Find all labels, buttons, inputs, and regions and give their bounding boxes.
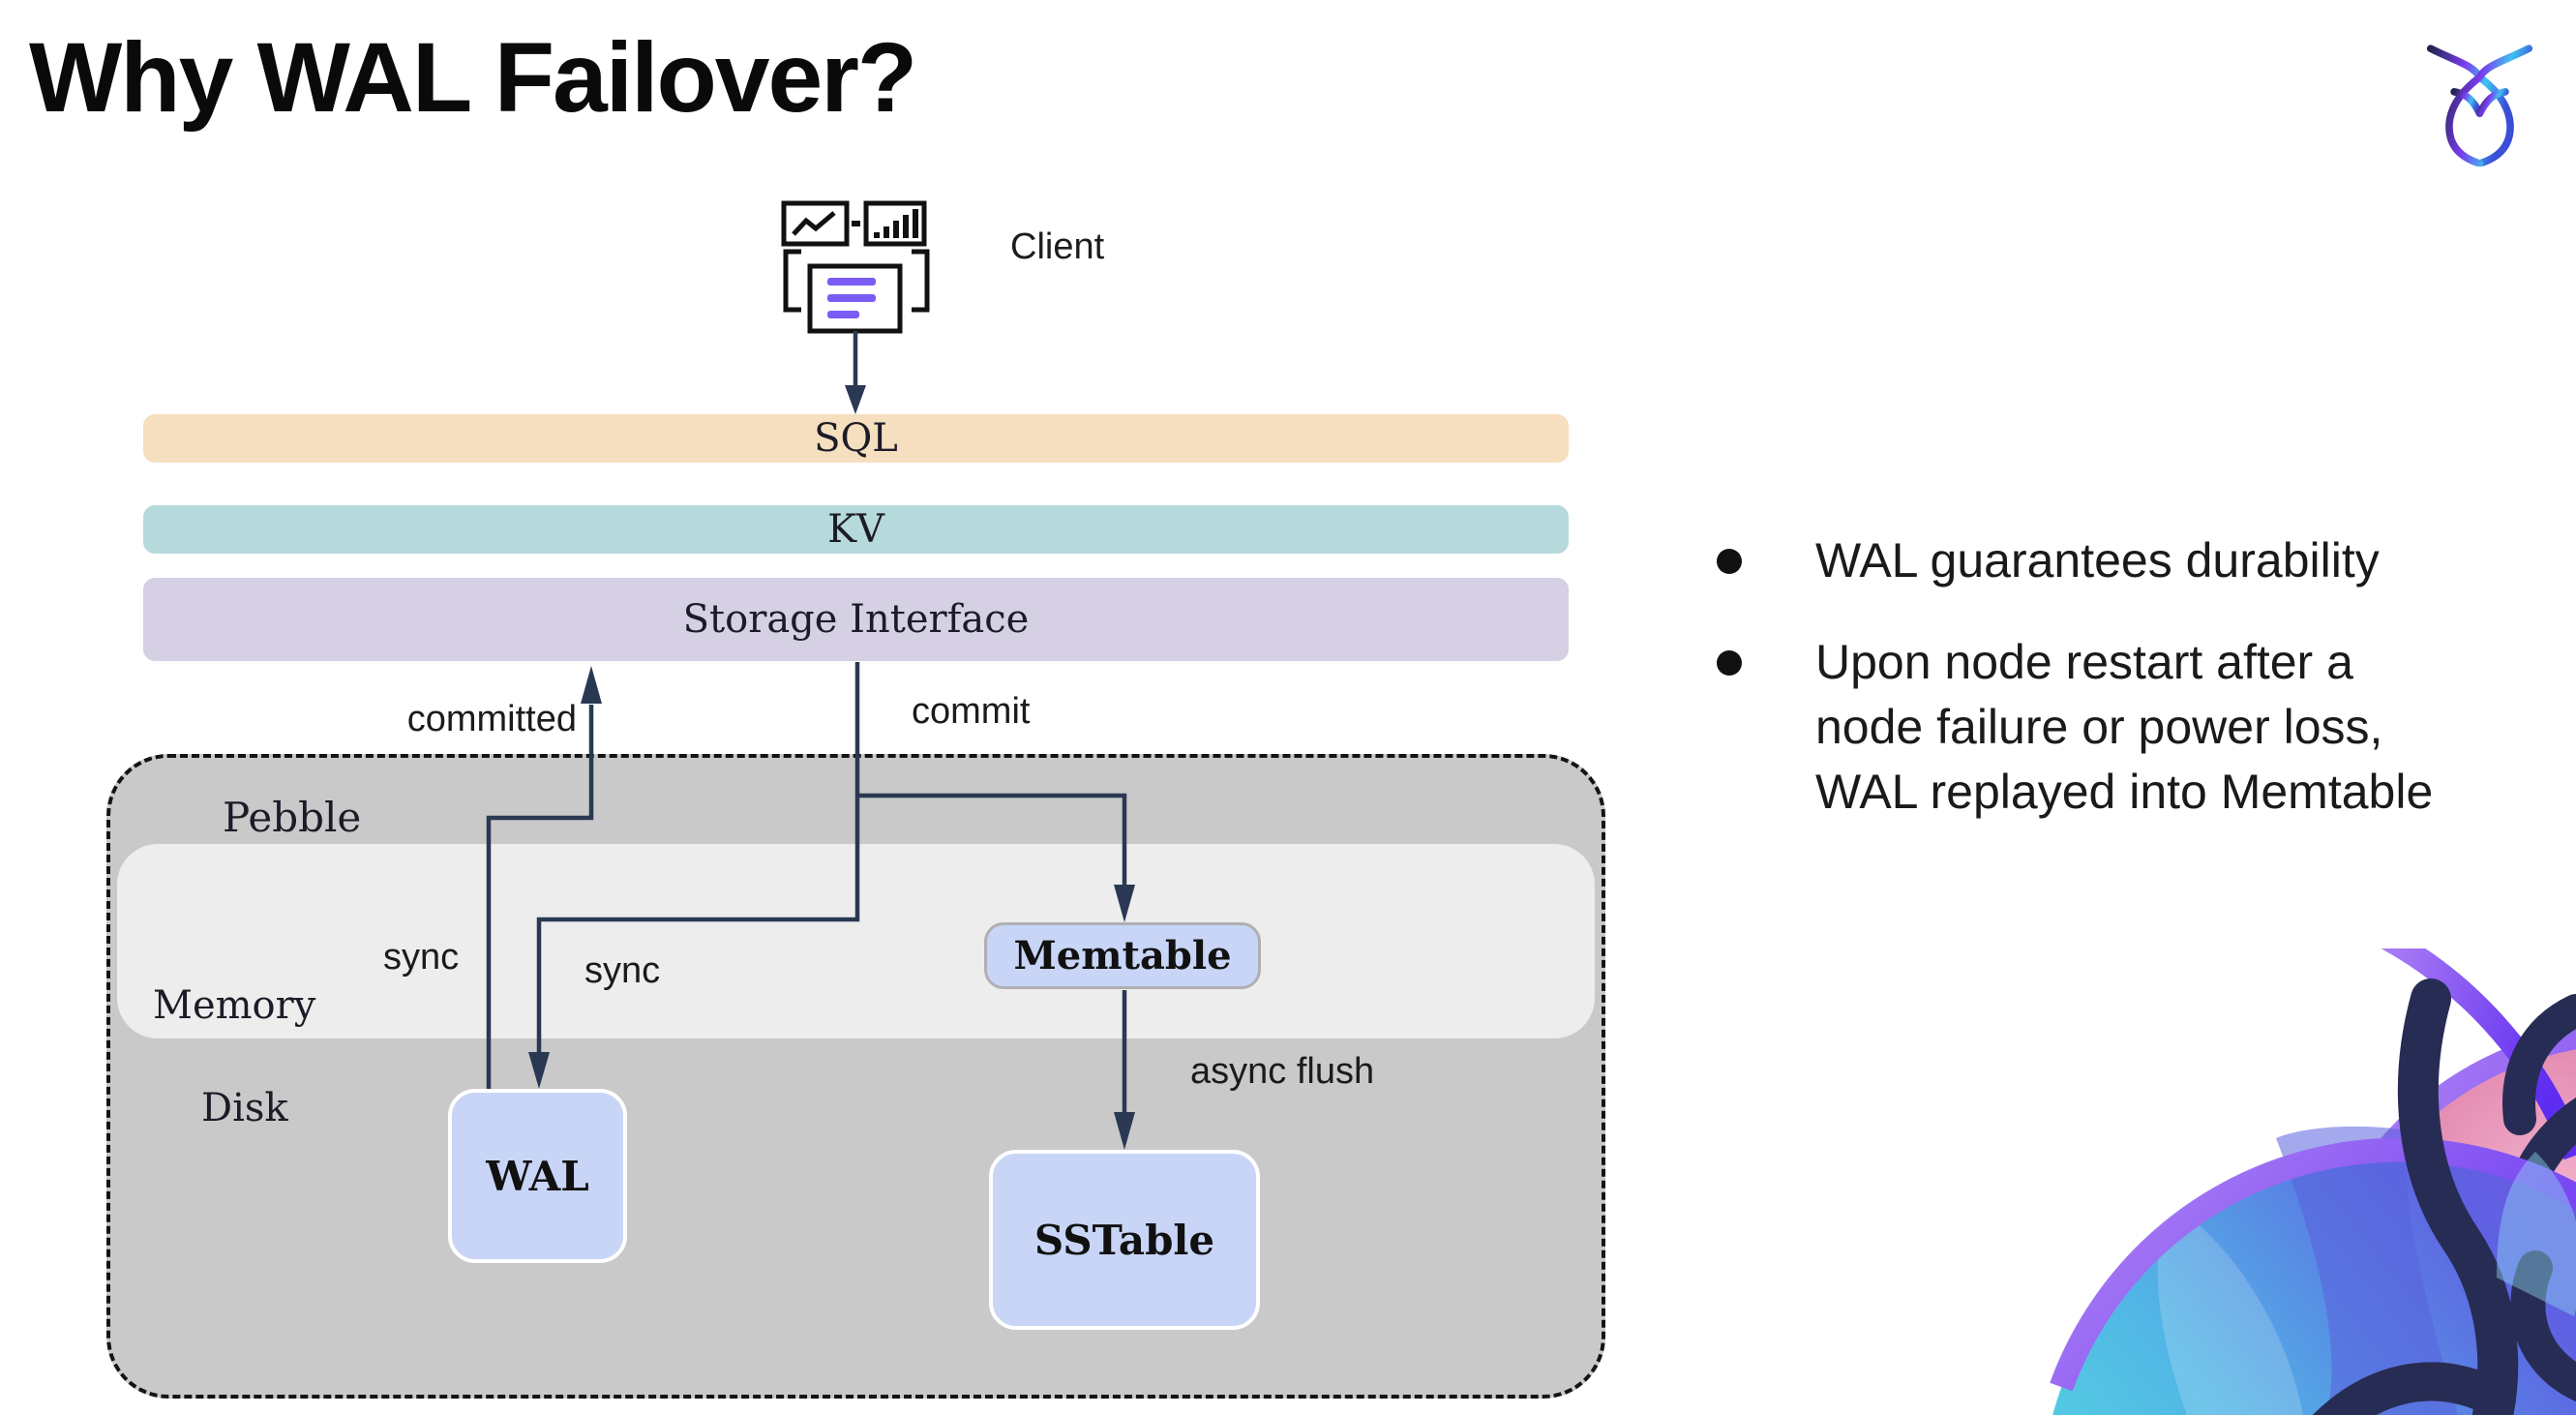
leaf-highlight bbox=[2497, 1152, 2576, 1316]
memory-label: Memory bbox=[153, 983, 316, 1028]
page-title: Why WAL Failover? bbox=[29, 22, 917, 133]
edge-label-async-flush: async flush bbox=[1190, 1051, 1375, 1092]
bullet-dot-icon bbox=[1717, 549, 1742, 574]
bullet-line: WAL replayed into Memtable bbox=[1815, 765, 2434, 819]
bullet-list: WAL guarantees durability Upon node rest… bbox=[1711, 528, 2562, 861]
left-bracket-icon bbox=[783, 249, 801, 313]
node-memtable-label: Memtable bbox=[1013, 933, 1232, 978]
edge-label-commit: commit bbox=[912, 691, 1031, 732]
line-chart-icon bbox=[792, 211, 836, 236]
bullet-item: WAL guarantees durability bbox=[1711, 528, 2562, 593]
layer-sql-label: SQL bbox=[814, 416, 898, 461]
bar-chart-icon bbox=[874, 209, 918, 238]
layer-kv-label: KV bbox=[827, 507, 884, 552]
edge-label-sync-right: sync bbox=[584, 950, 661, 991]
node-sstable: SSTable bbox=[989, 1150, 1260, 1330]
bullet-item: Upon node restart after a node failure o… bbox=[1711, 630, 2562, 825]
disk-label: Disk bbox=[201, 1086, 288, 1130]
layer-kv: KV bbox=[143, 505, 1569, 554]
bullet-line: WAL guarantees durability bbox=[1815, 533, 2380, 587]
blue-sphere-wedge bbox=[2276, 1126, 2458, 1415]
bullet-dot-icon bbox=[1717, 650, 1742, 676]
sphere-highlight bbox=[2157, 1200, 2303, 1415]
right-bracket-icon bbox=[912, 249, 930, 313]
brand-sphere-art bbox=[2050, 948, 2576, 1415]
edge-label-committed: committed bbox=[406, 699, 577, 739]
client-label: Client bbox=[1010, 226, 1105, 267]
node-memtable: Memtable bbox=[984, 922, 1261, 989]
document-text-lines bbox=[827, 278, 876, 318]
arrowhead-committed bbox=[581, 666, 602, 704]
memory-band bbox=[117, 844, 1595, 1039]
layer-storage-interface-label: Storage Interface bbox=[682, 597, 1030, 642]
bullet-line: node failure or power loss, bbox=[1815, 700, 2383, 754]
roach-glyph bbox=[2312, 978, 2576, 1415]
node-sstable-label: SSTable bbox=[1033, 1216, 1215, 1264]
arrowhead-client-sql bbox=[845, 385, 866, 414]
node-wal: WAL bbox=[448, 1089, 627, 1263]
bullet-line: Upon node restart after a bbox=[1815, 635, 2353, 689]
layer-storage-interface: Storage Interface bbox=[143, 578, 1569, 661]
edge-label-sync-left: sync bbox=[383, 937, 460, 978]
client-icon bbox=[781, 200, 930, 334]
cockroachdb-logo-icon bbox=[2426, 45, 2533, 166]
node-wal-label: WAL bbox=[486, 1152, 589, 1200]
layer-sql: SQL bbox=[143, 414, 1569, 463]
pebble-label: Pebble bbox=[223, 794, 362, 841]
